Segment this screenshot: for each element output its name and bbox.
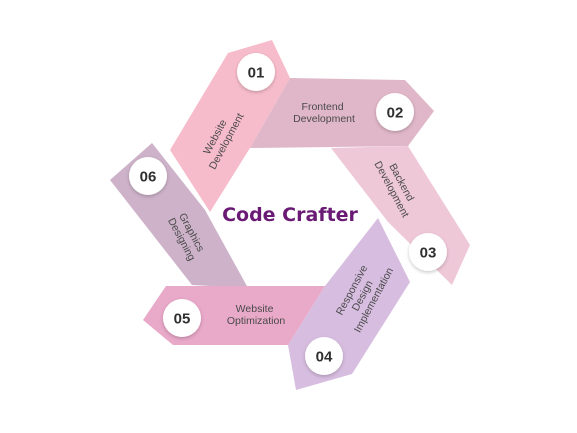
step-06-badge-circle	[129, 157, 167, 195]
step-05-label-line-2: Optimization	[227, 315, 286, 327]
step-04-badge: 04	[305, 337, 343, 375]
step-04-badge-circle	[305, 337, 343, 375]
step-05-number: 05	[174, 311, 191, 328]
step-03-badge-circle	[409, 233, 447, 271]
step-03-number: 03	[420, 245, 437, 262]
step-02-badge: 02	[376, 93, 414, 131]
step-06-badge: 06	[129, 157, 167, 195]
step-04-number: 04	[316, 349, 333, 366]
center-title: Code Crafter	[222, 204, 358, 226]
step-02-number: 02	[387, 105, 404, 122]
step-06-number: 06	[140, 169, 157, 186]
step-05-badge: 05	[163, 299, 201, 337]
step-02-label-line-2: Development	[293, 113, 355, 125]
step-01-number: 01	[248, 65, 265, 82]
step-01-badge: 01	[237, 53, 275, 91]
step-02-label-line-1: Frontend	[302, 101, 344, 113]
step-03-badge: 03	[409, 233, 447, 271]
step-01-badge-circle	[237, 53, 275, 91]
step-05-label: Website Optimization	[227, 303, 286, 327]
step-02-badge-circle	[376, 93, 414, 131]
step-05-badge-circle	[163, 299, 201, 337]
step-02-label: Frontend Development	[293, 101, 355, 125]
step-05-label-line-1: Website	[236, 303, 274, 315]
